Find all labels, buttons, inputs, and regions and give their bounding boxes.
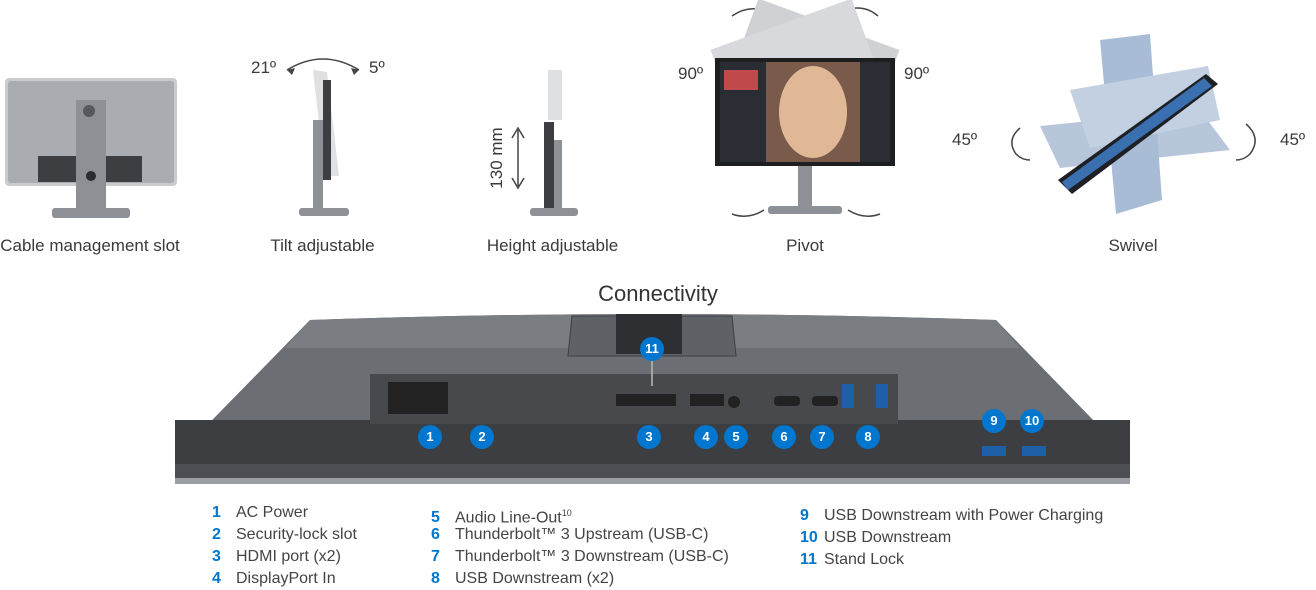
feature-caption: Cable management slot xyxy=(0,236,180,255)
pivot-right-angle: 90º xyxy=(904,64,930,83)
monitor-back-illustration xyxy=(5,78,177,218)
feature-caption: Pivot xyxy=(786,236,824,255)
feature-caption: Tilt adjustable xyxy=(270,236,375,255)
tilt-front-angle: 5º xyxy=(369,58,385,77)
port-badge-2: 2 xyxy=(470,425,494,449)
port-badge-1: 1 xyxy=(418,425,442,449)
pivot-illustration xyxy=(710,0,900,217)
feature-caption: Height adjustable xyxy=(486,236,619,255)
port-badge-4: 4 xyxy=(694,425,718,449)
port-badge-7: 7 xyxy=(810,425,834,449)
swivel-illustration xyxy=(1011,34,1256,214)
port-badge-3: 3 xyxy=(637,425,661,449)
feature-tilt: 21º 5º Tilt adjustable xyxy=(235,0,410,265)
tilt-illustration xyxy=(286,58,360,216)
swivel-left-angle: 45º xyxy=(952,130,978,149)
port-badge-6: 6 xyxy=(772,425,796,449)
feature-pivot: 90º 90º Pivot xyxy=(670,0,940,265)
port-badge-5: 5 xyxy=(724,425,748,449)
monitor-rear-panel xyxy=(175,314,1130,484)
connectivity-title: Connectivity xyxy=(598,281,718,306)
feature-cable-management: Cable management slot xyxy=(0,0,180,265)
port-badge-10: 10 xyxy=(1020,409,1044,433)
port-badge-11: 11 xyxy=(640,337,664,361)
port-badge-9: 9 xyxy=(982,409,1006,433)
feature-height: 130 mm Height adjustable xyxy=(470,0,635,265)
tilt-back-angle: 21º xyxy=(251,58,277,77)
height-range: 130 mm xyxy=(487,127,506,189)
feature-caption: Swivel xyxy=(1108,236,1158,255)
pivot-left-angle: 90º xyxy=(678,64,704,83)
height-illustration xyxy=(511,70,578,216)
feature-swivel: 45º 45º Swivel xyxy=(950,0,1316,265)
port-badge-8: 8 xyxy=(856,425,880,449)
swivel-right-angle: 45º xyxy=(1280,130,1306,149)
